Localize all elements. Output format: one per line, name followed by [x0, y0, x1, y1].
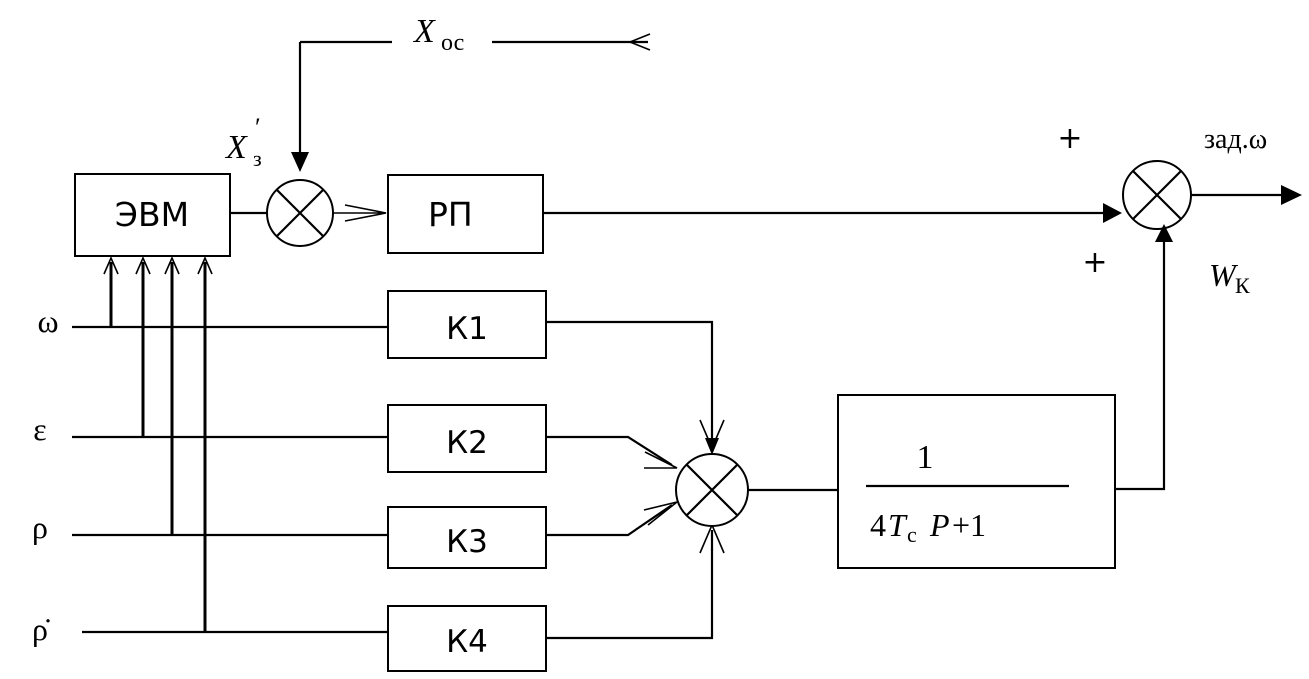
- correction-feedback-line: [1115, 240, 1166, 491]
- x-oc-subscript: ос: [441, 30, 464, 56]
- tf-den-coef: 4: [870, 507, 886, 543]
- input-rho-dot-label: ρ̇: [32, 611, 50, 647]
- output-label: зад.ω: [1204, 124, 1267, 155]
- k1-label: К1: [446, 311, 488, 347]
- tf-den-plus-one: +1: [952, 507, 986, 543]
- feedback-input-arrow: [627, 33, 651, 51]
- summer-1: [266, 179, 334, 247]
- k4-output-line: [546, 530, 714, 640]
- k3-block: [387, 506, 547, 569]
- transfer-function-block: [837, 394, 1116, 569]
- x-oc-label: X: [412, 13, 436, 50]
- correction-arrowhead: [1155, 224, 1173, 242]
- plus-bottom: +: [1082, 245, 1107, 280]
- tf-den-p: P: [929, 507, 950, 543]
- k4-label: К4: [446, 624, 488, 660]
- rp-block: [387, 174, 544, 254]
- w-label: W: [1209, 257, 1239, 293]
- k1-arrow-feather: [699, 419, 725, 451]
- x-z-prime: ′: [255, 113, 261, 142]
- k2-label: К2: [446, 425, 488, 461]
- tf-den-t-subscript: c: [907, 522, 917, 547]
- summer-2: [675, 453, 749, 527]
- k3-output-line: [546, 504, 673, 537]
- evm-label: ЭВМ: [115, 195, 189, 234]
- tap-arrowheads: [103, 256, 213, 275]
- summer1-to-rp-arrow: [333, 204, 387, 222]
- tf-den-t: T: [888, 507, 908, 543]
- w-subscript: К: [1235, 273, 1250, 298]
- evm-block: [74, 173, 231, 257]
- k2-arrow-feather: [644, 451, 678, 469]
- input-rho-label: ρ: [32, 509, 48, 545]
- output-arrowhead: [1281, 185, 1302, 205]
- k2-block: [387, 404, 547, 473]
- k1-output-line: [546, 320, 714, 448]
- k4-block: [387, 605, 547, 672]
- feedback-arrowhead: [291, 152, 309, 172]
- x-z-label: X: [224, 129, 248, 166]
- k2-output-line: [546, 435, 673, 466]
- rp-output-arrowhead: [1103, 203, 1122, 223]
- rp-label: РП: [428, 195, 473, 234]
- x-z-subscript: з: [253, 146, 262, 171]
- k1-block: [387, 290, 547, 359]
- summer-final: [1122, 160, 1192, 230]
- tf-numerator: 1: [917, 439, 934, 476]
- input-epsilon-label: ε: [33, 411, 46, 447]
- k3-label: К3: [446, 524, 488, 560]
- input-omega-label: ω: [37, 303, 58, 339]
- plus-top: +: [1057, 121, 1082, 156]
- feedback-line: [298, 40, 648, 155]
